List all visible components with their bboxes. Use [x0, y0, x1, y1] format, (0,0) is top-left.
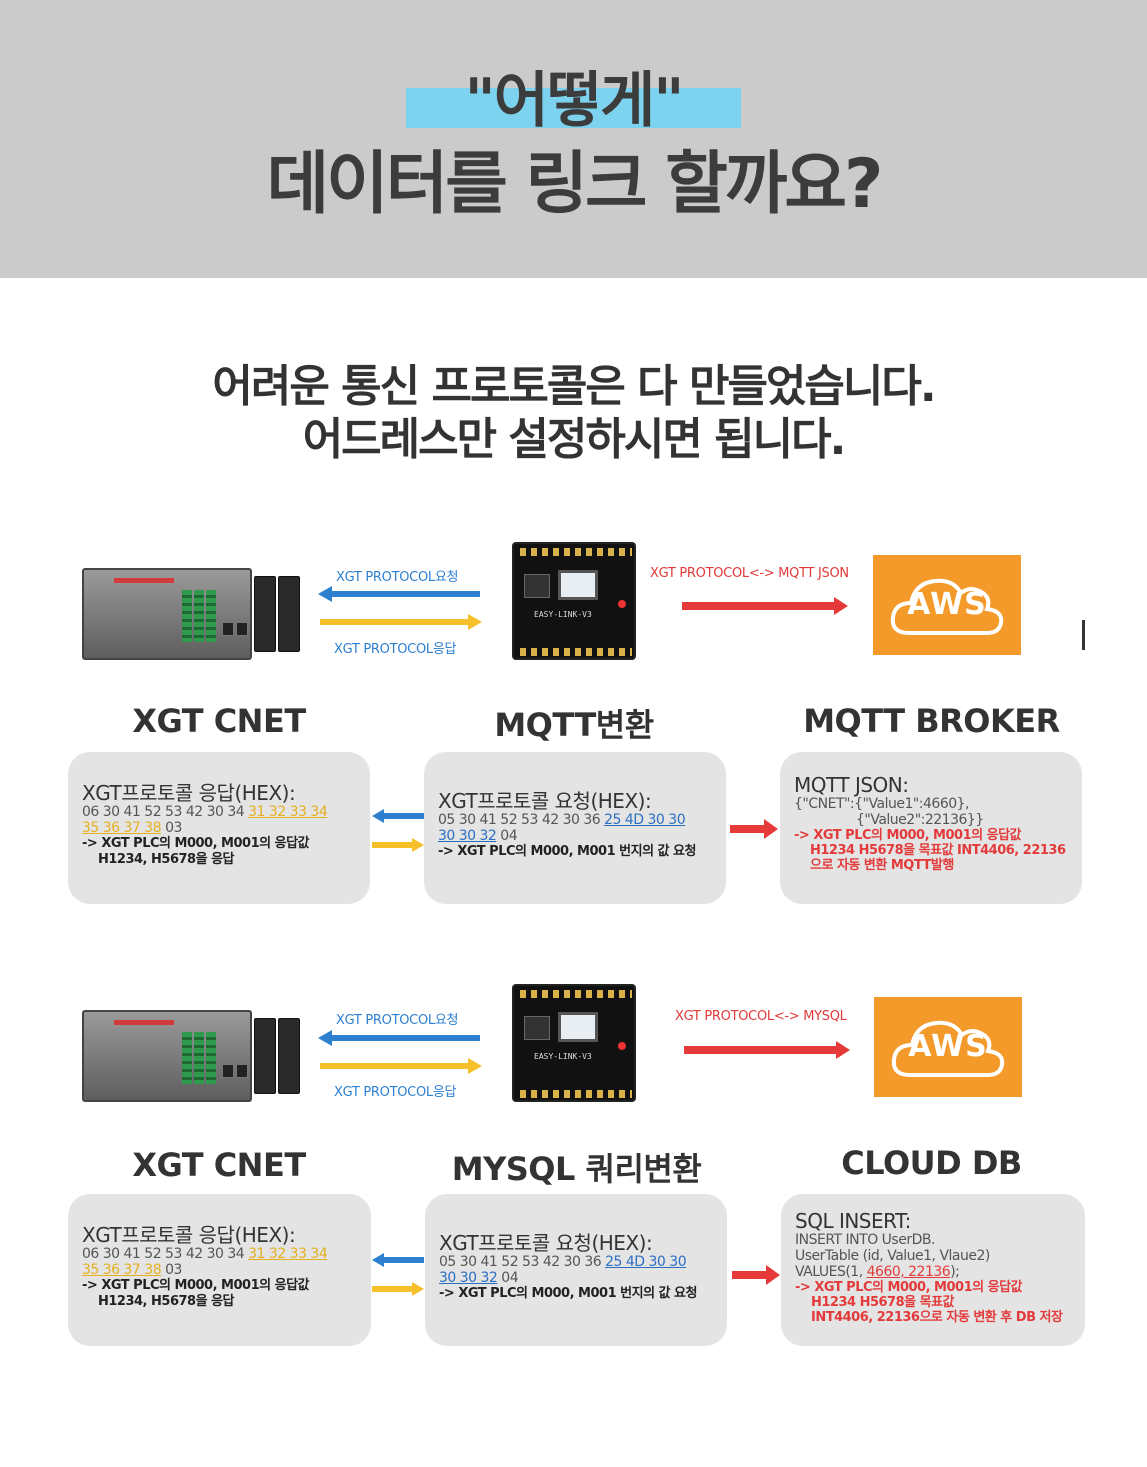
card-arrows	[370, 806, 426, 852]
easy-link-board-image: EASY-LINK-V3	[512, 542, 636, 660]
card-xgt-request: XGT프로토콜 요청(HEX): 05 30 41 52 53 42 30 36…	[424, 752, 726, 904]
title-quote: "어떻게"	[0, 52, 1147, 139]
card-arrows	[370, 1250, 426, 1296]
arrow-mqtt-label: XGT PROTOCOL<-> MQTT JSON	[650, 566, 849, 581]
arrow-request-label: XGT PROTOCOL요청	[336, 566, 458, 585]
mqtt-arrow	[680, 596, 852, 618]
arrow-mysql-label: XGT PROTOCOL<-> MYSQL	[675, 1009, 847, 1024]
header-banner: "어떻게" 데이터를 링크 할까요?	[0, 0, 1147, 278]
plc-device-image	[82, 568, 304, 660]
arrow-response-label: XGT PROTOCOL응답	[334, 1081, 456, 1100]
title-mqtt-broker: MQTT BROKER	[794, 702, 1069, 740]
arrow-response-label: XGT PROTOCOL응답	[334, 638, 456, 657]
title-xgt-cnet: XGT CNET	[94, 1146, 344, 1184]
edge-mark	[1082, 620, 1085, 650]
diagram-mysql: XGT PROTOCOL요청 XGT PROTOCOL응답 EASY-LINK-…	[64, 966, 1086, 1352]
plc-device-image	[82, 1010, 304, 1102]
diagram-mqtt: XGT PROTOCOL요청 XGT PROTOCOL응답 EASY-LINK-…	[64, 524, 1086, 910]
card-mqtt-json: MQTT JSON: {"CNET":{"Value1":4660}, {"Va…	[780, 752, 1082, 904]
xgt-arrows	[314, 1026, 494, 1076]
card-xgt-response: XGT프로토콜 응답(HEX): 06 30 41 52 53 42 30 34…	[68, 1194, 371, 1346]
xgt-arrows	[314, 582, 494, 632]
subtitle-line-2: 어드레스만 설정하시면 됩니다.	[0, 403, 1147, 467]
easy-link-board-image: EASY-LINK-V3	[512, 984, 636, 1102]
title-xgt-cnet: XGT CNET	[94, 702, 344, 740]
aws-logo: AWS	[873, 555, 1021, 655]
arrow-request-label: XGT PROTOCOL요청	[336, 1009, 458, 1028]
mysql-arrow	[682, 1040, 854, 1062]
title-cloud-db: CLOUD DB	[809, 1144, 1054, 1182]
card-red-arrow	[730, 1264, 782, 1286]
card-red-arrow	[728, 818, 780, 840]
aws-logo: AWS	[874, 997, 1022, 1097]
card-sql-insert: SQL INSERT: INSERT INTO UserDB. UserTabl…	[781, 1194, 1085, 1346]
title-mysql-convert: MYSQL 쿼리변환	[434, 1144, 719, 1190]
card-xgt-response: XGT프로토콜 응답(HEX): 06 30 41 52 53 42 30 34…	[68, 752, 370, 904]
title-main: 데이터를 링크 할까요?	[0, 128, 1147, 227]
title-mqtt-convert: MQTT변환	[444, 700, 704, 746]
card-xgt-request: XGT프로토콜 요청(HEX): 05 30 41 52 53 42 30 36…	[425, 1194, 727, 1346]
